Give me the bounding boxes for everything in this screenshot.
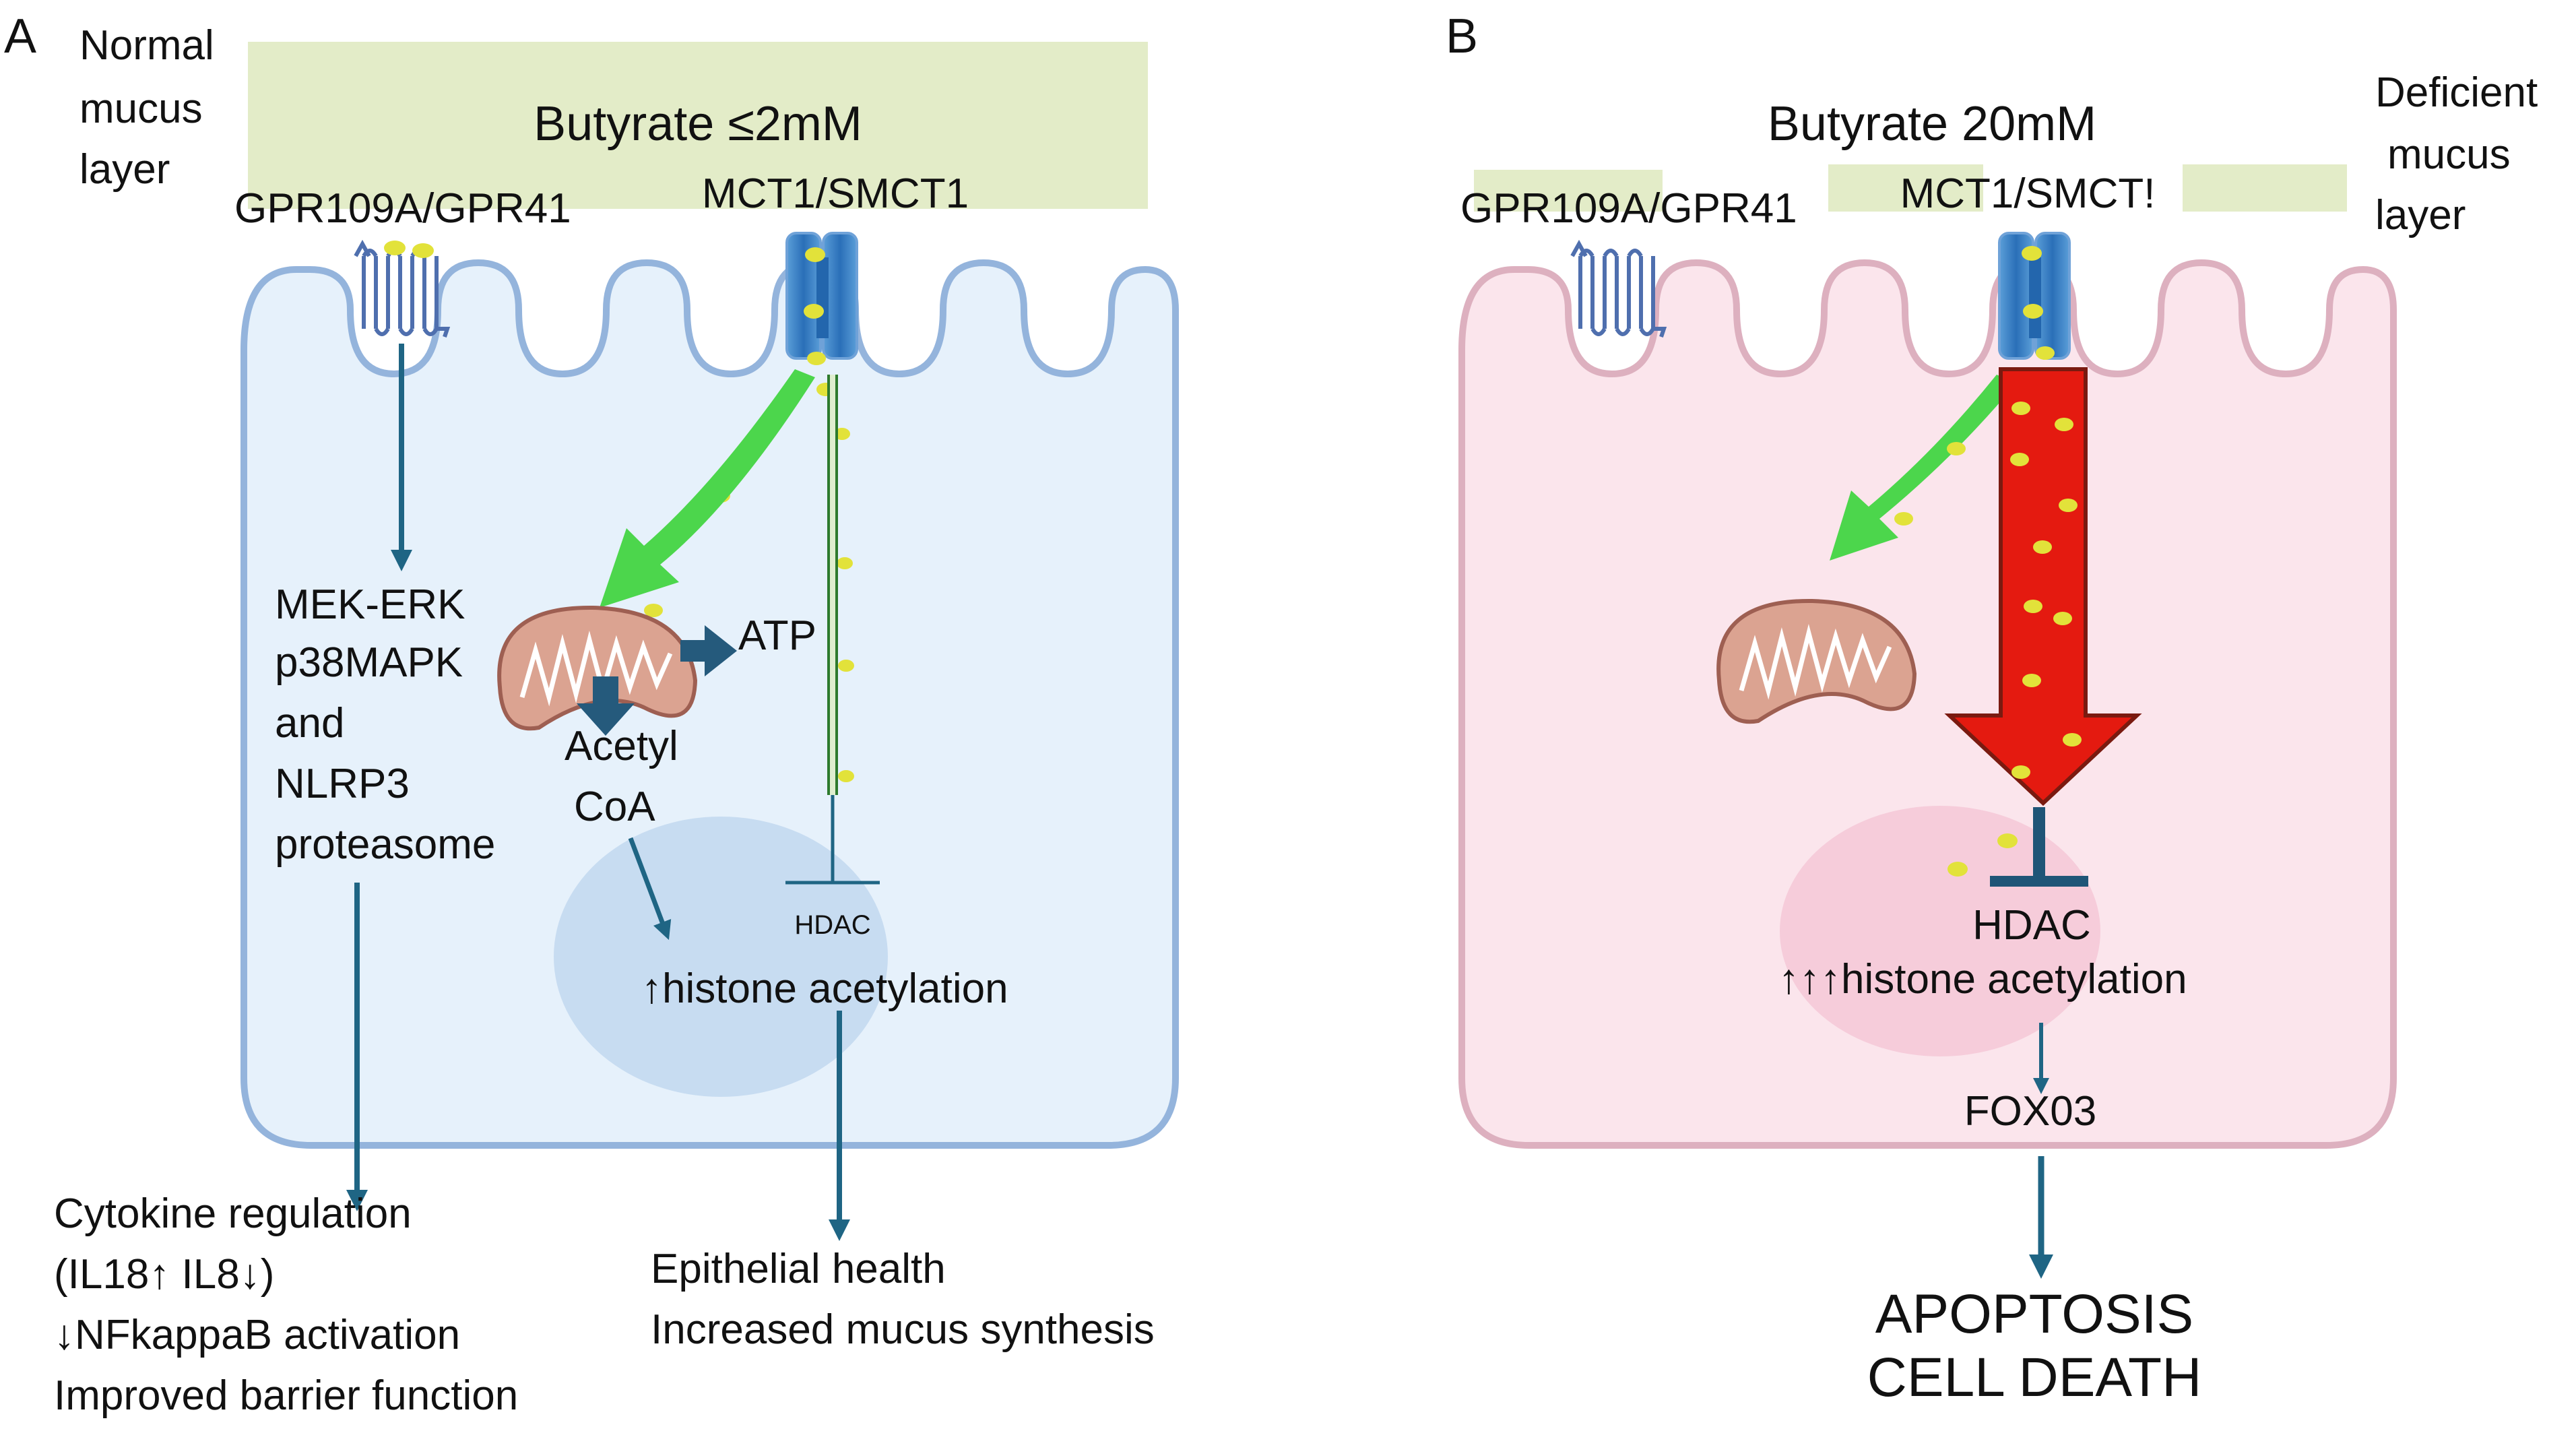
acetyl-coa-arrow-a (577, 676, 635, 736)
cytokine-line1: Cytokine regulation (54, 1190, 412, 1237)
cytokine-line3: ↓NFkappaB activation (54, 1312, 460, 1358)
hdac-inhibition-line-b (2033, 807, 2045, 880)
red-inhibition-arrow-b (1944, 367, 2142, 806)
hdac-label-a: HDAC (794, 910, 870, 940)
deficient-label-line3: layer (2375, 192, 2466, 239)
pathway-line3: and (275, 700, 344, 747)
gpcr-receptor-icon-b (1570, 239, 1667, 338)
atp-arrow-a (680, 625, 737, 676)
deficient-label-line2: mucus (2387, 131, 2511, 178)
nucleus-b (1780, 806, 2100, 1056)
butyrate-high-label: Butyrate 20mM (1768, 97, 2096, 151)
mct1-transporter-icon-b (1998, 232, 2071, 360)
mitochondrion-icon-a (497, 605, 698, 731)
pathway-line2: p38MAPK (275, 639, 463, 686)
coa-label: CoA (574, 784, 655, 830)
panel-a-letter: A (4, 9, 36, 63)
butyrate-low-label: Butyrate ≤2mM (534, 97, 862, 151)
hdac-label-b: HDAC (1972, 902, 2091, 949)
mucus-label-line2: mucus (79, 86, 203, 132)
butyrate-dots-b (1894, 246, 2082, 877)
histone-label-b: ↑↑↑histone acetylation (1778, 956, 2187, 1003)
fox03-label: FOX03 (1964, 1088, 2096, 1135)
deficient-label-line1: Deficient (2375, 69, 2538, 116)
pathway-line5: proteasome (275, 821, 495, 868)
panel-b-letter: B (1446, 9, 1478, 63)
apoptosis-label: APOPTOSIS (1875, 1283, 2193, 1345)
cell-death-label: CELL DEATH (1867, 1347, 2202, 1408)
normal-mucus-layer (248, 42, 1148, 209)
panel-b: B Butyrate 20mM Deficient mucus layer GP… (1446, 9, 2538, 1408)
epithelial-line1: Epithelial health (651, 1246, 946, 1292)
mucus-label-line3: layer (79, 146, 170, 193)
transporter-label-a: MCT1/SMCT1 (702, 170, 969, 217)
acetyl-label: Acetyl (565, 723, 678, 769)
mucus-label-line1: Normal (79, 22, 214, 69)
acetyl-coa-to-nucleus-arrow (628, 837, 672, 941)
histone-label-a: ↑histone acetylation (641, 965, 1008, 1012)
mucus-patch-3 (2183, 164, 2347, 212)
pathway-line1: MEK-ERK (275, 581, 465, 628)
mucus-patch-2 (1828, 164, 1983, 212)
green-arrow-mitochondria-b (1830, 375, 2016, 561)
panel-a: A Normal mucus layer Butyrate ≤2mM GPR10… (4, 9, 1179, 1419)
green-arrow-mitochondria-a (600, 369, 815, 608)
pathway-line4: NLRP3 (275, 761, 410, 807)
cytokine-line2: (IL18↑ IL8↓) (54, 1251, 274, 1298)
mct1-transporter-icon-a (785, 232, 858, 360)
hdac-inhibition-bar-b (1990, 876, 2088, 887)
mucus-patch-1 (1474, 170, 1663, 212)
atp-label: ATP (738, 612, 816, 659)
transporter-label-b: MCT1/SMCT! (1900, 170, 2156, 217)
receptor-label-b: GPR109A/GPR41 (1460, 185, 1797, 232)
mitochondrion-icon-b (1716, 598, 1917, 724)
receptor-label-a: GPR109A/GPR41 (234, 185, 571, 232)
cytokine-line4: Improved barrier function (54, 1372, 518, 1419)
nucleus-a (554, 817, 888, 1097)
gpcr-receptor-icon-a (354, 239, 451, 338)
epithelial-line2: Increased mucus synthesis (651, 1306, 1155, 1353)
